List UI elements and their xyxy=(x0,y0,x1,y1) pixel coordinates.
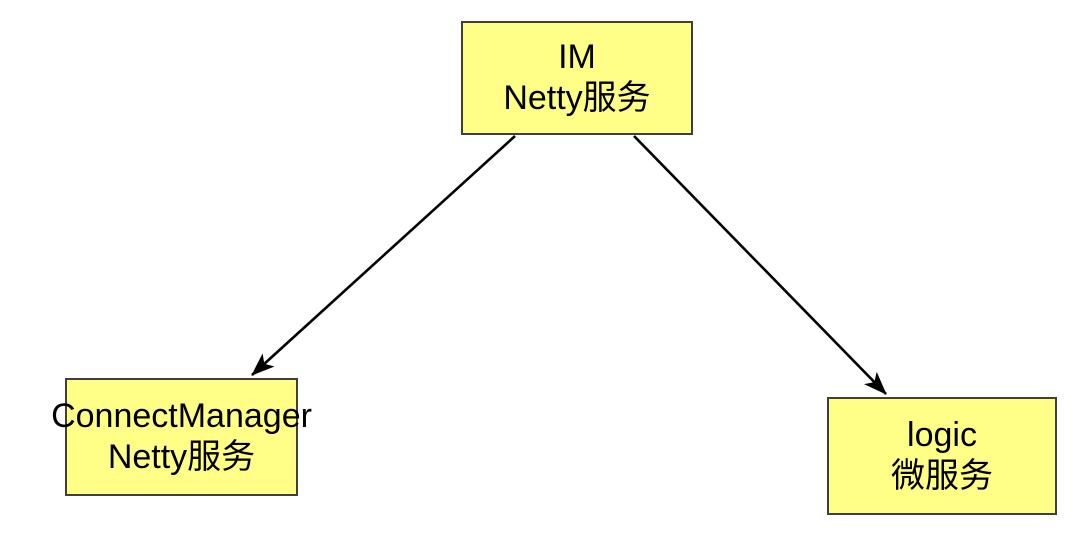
node-logic[interactable]: logic 微服务 xyxy=(827,397,1057,515)
node-logic-label-line2: 微服务 xyxy=(891,457,993,495)
node-connectmanager-label-line2: Netty服务 xyxy=(107,438,256,476)
edge-im-to-connectmanager xyxy=(251,135,516,376)
node-connectmanager-label-line1: ConnectManager xyxy=(51,396,312,435)
node-im-label-line2: Netty服务 xyxy=(503,79,651,117)
node-logic-label-line1: logic xyxy=(907,415,977,454)
edge-im-to-logic xyxy=(633,135,887,395)
node-connectmanager[interactable]: ConnectManager Netty服务 xyxy=(51,378,312,496)
node-im-label-line1: IM xyxy=(558,37,596,76)
node-im[interactable]: IM Netty服务 xyxy=(461,21,693,135)
